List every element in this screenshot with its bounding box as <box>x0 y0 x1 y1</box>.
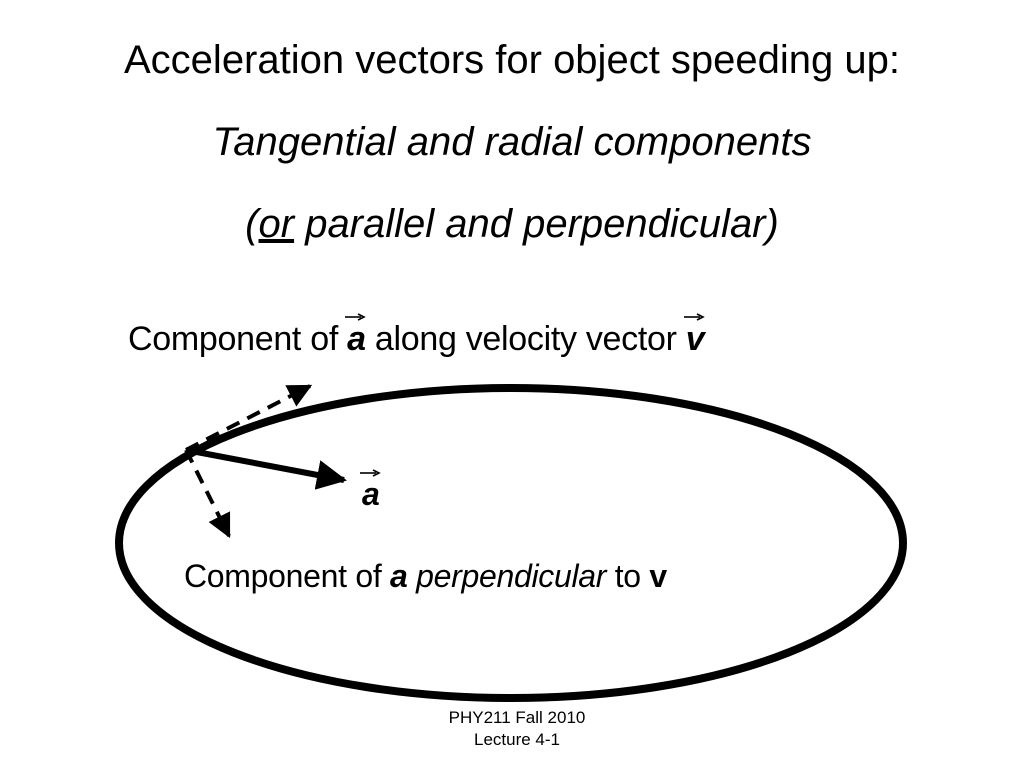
label-perpendicular-middle: to <box>606 558 650 594</box>
label-perpendicular-prefix: Component of <box>184 558 391 594</box>
footer-lecture: Lecture 4-1 <box>474 730 560 749</box>
slide-footer: PHY211 Fall 2010 Lecture 4-1 <box>412 707 622 751</box>
open-paren: ( <box>245 202 259 246</box>
label-parallel-component: Component of a along velocity vector v <box>128 313 705 360</box>
slide-title: Acceleration vectors for object speeding… <box>124 38 900 82</box>
symbol-v: v <box>649 558 667 594</box>
vector-a-letter: a <box>347 320 366 358</box>
footer-course: PHY211 Fall 2010 <box>448 708 586 727</box>
acceleration-vector-arrow <box>185 447 347 490</box>
vector-a-letter: a <box>362 476 380 512</box>
radial-component-arrow <box>184 449 231 539</box>
subtitle-tangential-radial: Tangential and radial components <box>212 120 812 164</box>
symbol-a: a <box>390 558 408 594</box>
subtitle-rest: parallel and perpendicular) <box>294 202 779 246</box>
subtitle-parallel-perpendicular: (or parallel and perpendicular) <box>0 200 1024 248</box>
label-perpendicular-component: Component of a perpendicular to v <box>184 556 667 596</box>
vector-arrow-icon <box>683 313 705 321</box>
label-acceleration-vector: a <box>360 469 381 514</box>
word-perpendicular: perpendicular <box>416 558 607 594</box>
orbit-ellipse <box>115 384 907 702</box>
label-parallel-middle: along velocity vector <box>365 320 686 358</box>
vector-arrow-icon <box>360 469 381 477</box>
vector-v-letter: v <box>685 320 705 358</box>
vector-a-symbol: a <box>345 313 366 360</box>
vector-v-symbol: v <box>683 313 705 360</box>
vector-arrow-icon <box>345 313 366 321</box>
tangential-component-arrow <box>185 384 313 452</box>
or-underlined: or <box>258 202 295 246</box>
label-parallel-prefix: Component of <box>128 320 348 358</box>
vector-a-symbol: a <box>360 469 381 514</box>
